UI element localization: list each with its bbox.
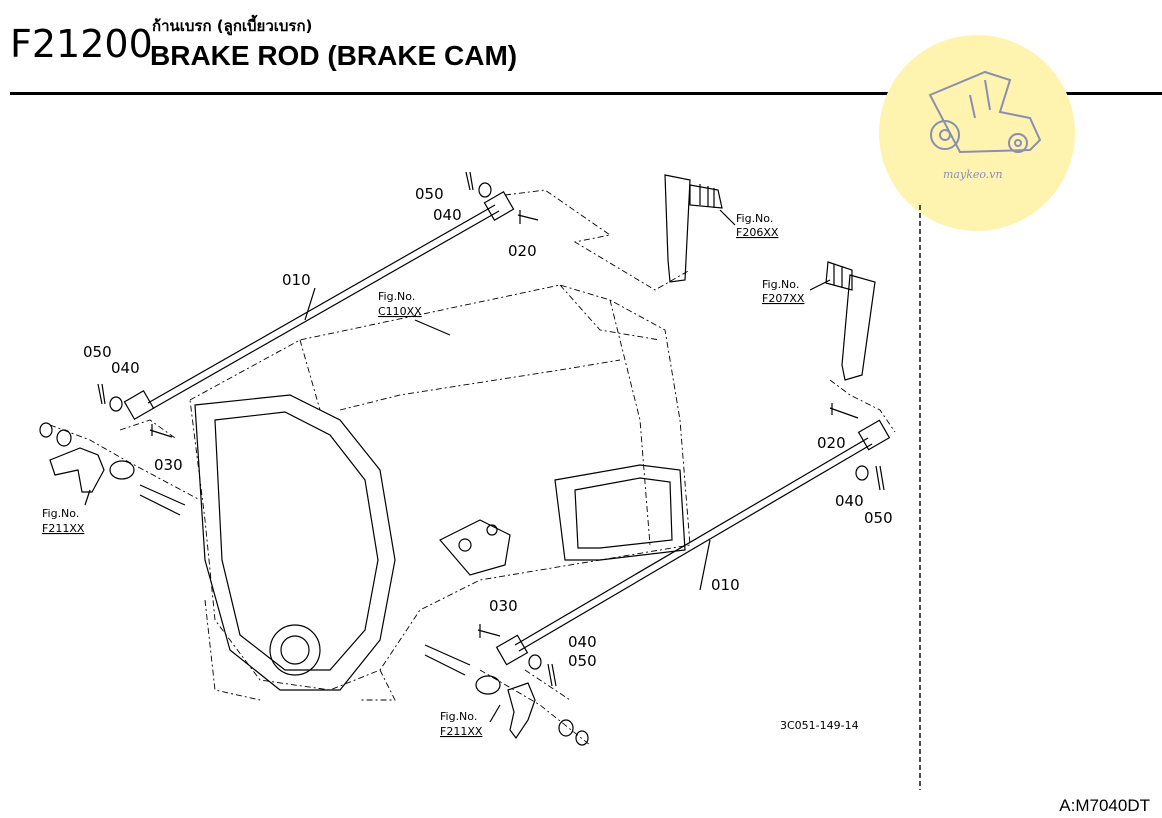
callout-010: 010 xyxy=(711,576,740,594)
title-english: BRAKE ROD (BRAKE CAM) xyxy=(150,40,518,71)
callout-040: 040 xyxy=(835,492,864,510)
callout-010: 010 xyxy=(282,271,311,289)
model-code: A:M7040DT xyxy=(1059,796,1150,815)
leader-lines xyxy=(84,209,831,723)
ref-code: C110XX xyxy=(378,305,422,318)
callout-040: 040 xyxy=(568,633,597,651)
lever-f206 xyxy=(664,174,723,283)
brake-cam-left xyxy=(39,422,201,516)
callout-020: 020 xyxy=(508,242,537,260)
ref-code: F207XX xyxy=(762,292,805,305)
callout-040: 040 xyxy=(111,359,140,377)
tractor-icon xyxy=(928,70,1042,154)
callout-030: 030 xyxy=(154,456,183,474)
ref-code: F206XX xyxy=(736,226,779,239)
callout-050: 050 xyxy=(83,343,112,361)
drawing-code: 3C051-149-14 xyxy=(780,719,859,732)
callout-050: 050 xyxy=(415,185,444,203)
title-thai: ก้านเบรก (ลูกเบี้ยวเบรก) xyxy=(152,17,313,35)
ref-label: Fig.No. xyxy=(762,278,799,291)
ref-code: F211XX xyxy=(440,725,483,738)
lever-f207 xyxy=(825,261,876,381)
header-rule xyxy=(10,92,1162,95)
brake-cam-right xyxy=(424,644,591,746)
ref-code: F211XX xyxy=(42,522,85,535)
ref-label: Fig.No. xyxy=(378,290,415,303)
callout-040: 040 xyxy=(433,206,462,224)
callout-050: 050 xyxy=(864,509,893,527)
watermark-logo: maykeo.vn xyxy=(879,35,1075,231)
callout-050: 050 xyxy=(568,652,597,670)
watermark-text: maykeo.vn xyxy=(943,168,1003,181)
transmission-case xyxy=(189,284,691,701)
part-section-code: F21200 xyxy=(10,22,153,66)
ref-label: Fig.No. xyxy=(440,710,477,723)
ref-label: Fig.No. xyxy=(42,507,79,520)
callout-020: 020 xyxy=(817,434,846,452)
callout-030: 030 xyxy=(489,597,518,615)
ref-label: Fig.No. xyxy=(736,212,773,225)
brake-rod-right xyxy=(477,379,896,701)
brake-rod-left xyxy=(97,171,691,439)
